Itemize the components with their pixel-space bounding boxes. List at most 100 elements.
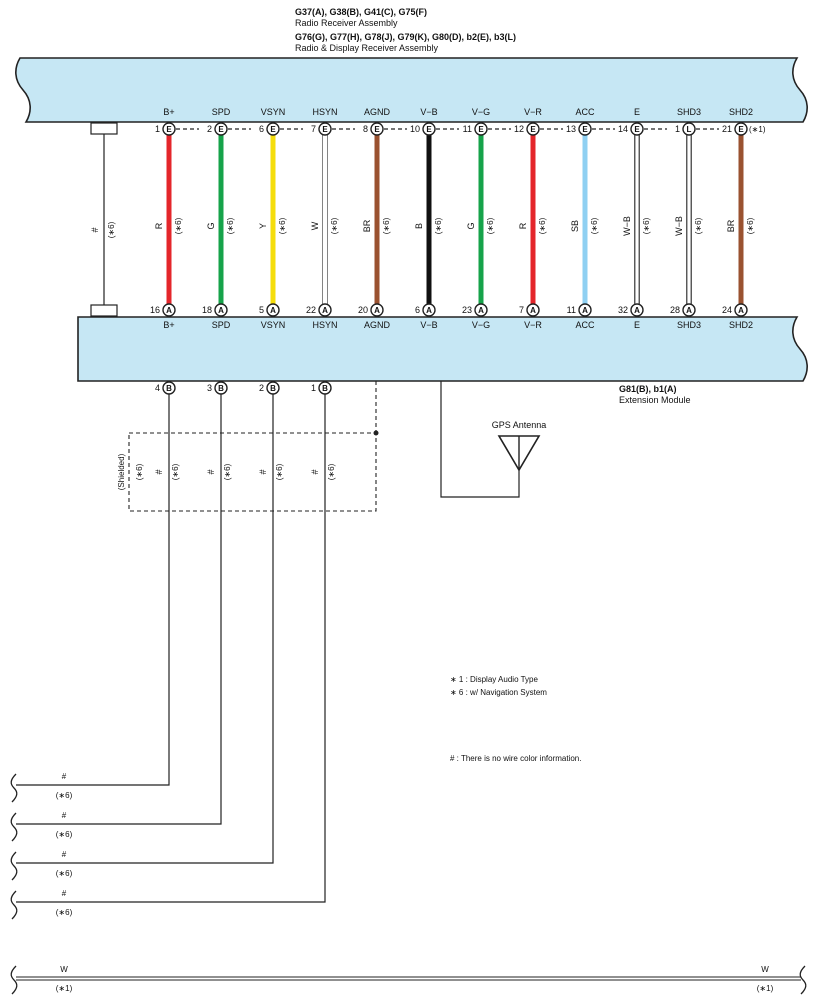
break-mark [10,851,18,881]
bottom-connector-pin: A [578,303,592,317]
top-connector-pin: E [630,122,644,136]
wires-layer: B+116B+R(∗6)EASPD218SPDG(∗6)EAVSYN65VSYN… [150,107,755,330]
left-exit-wire: # [62,811,67,820]
top-pin-number: 6 [259,124,264,134]
top-connector-pin: E [734,122,748,136]
top-pin-number: 8 [363,124,368,134]
top-connector-pin: E [318,122,332,136]
top-signal-label: SHD3 [677,107,701,117]
bottom-pin-number: 11 [567,305,576,315]
b-pin-number: 1 [311,383,316,393]
top-pin-number: 12 [514,124,524,134]
bottom-connector-pin-letter: A [270,306,276,315]
bottom-connector-pin-letter: A [582,306,588,315]
legend-note-1: ∗ 1 : Display Audio Type [450,675,538,684]
wire-line [322,134,328,305]
top-signal-label: V−R [524,107,542,117]
bottom-connector-pin: A [630,303,644,317]
wire-note: (∗6) [174,217,183,234]
left-exit-note: (∗6) [56,830,73,839]
top-connector-pin-letter: E [634,125,640,134]
bottom-connector-pin: A [162,303,176,317]
top-pin-number: 11 [463,124,472,134]
top-connector-pin: E [162,122,176,136]
bottom-connector-pin-letter: A [738,306,744,315]
bottom-signal-label: HSYN [312,320,337,330]
extension-module-line1: G81(B), b1(A) [619,384,677,394]
b-connector-pin: B [162,381,176,395]
extension-module-line2: Extension Module [619,395,691,405]
shielded-note: (∗6) [135,463,144,480]
wire-note: (∗6) [590,217,599,234]
top-connector-pin-letter: E [322,125,328,134]
left-break-mark [10,965,18,995]
b-pin-wire: 2 # (∗6) B [16,381,284,864]
b-wire-note: (∗6) [327,463,336,480]
gps-antenna-label: GPS Antenna [492,420,547,430]
bottom-wire-right-note: (∗1) [757,984,774,993]
top-connector-pin-letter: E [738,125,744,134]
wire-note: (∗6) [382,217,391,234]
bottom-connector-pin-letter: A [374,306,380,315]
bottom-connector-pin-letter: A [166,306,172,315]
top-connector-pin-letter: L [687,125,692,134]
extension-module-box [77,316,808,382]
b-wire-color: # [310,469,320,474]
bottom-connector-pin-letter: A [322,306,328,315]
wire-color-code: W−B [622,216,632,236]
gps-antenna: GPS Antenna [440,381,547,498]
bottom-pin-number: 5 [259,305,264,315]
wire-color-code: G [466,222,476,229]
bottom-connector-pin-letter: A [426,306,432,315]
top-pin-number: 21 [722,124,732,134]
wire-note: (∗6) [278,217,287,234]
top-assembly-line2: Radio Receiver Assembly [295,18,398,28]
bottom-connector-pin: A [214,303,228,317]
left-exit-wire: # [62,772,67,781]
bottom-connector-pin-letter: A [686,306,692,315]
wire-color-code: Y [258,223,268,229]
top-connector-pin-letter: E [478,125,484,134]
b-pin-wire: 4#(∗6)B [16,381,180,786]
wire-note: (∗6) [330,217,339,234]
bottom-signal-label: ACC [575,320,595,330]
bottom-pin-number: 22 [306,305,316,315]
bottom-connector-pin: A [526,303,540,317]
left-exit-note: (∗6) [56,908,73,917]
top-connector-pin-letter: E [374,125,380,134]
bottom-signal-label: VSYN [261,320,286,330]
bottom-signal-label: SHD3 [677,320,701,330]
bottom-signal-label: SHD2 [729,320,753,330]
b-pin-wire: 1 # (∗6) B [16,381,336,903]
bottom-pin-number: 20 [358,305,368,315]
b-pin-number: 2 [259,383,264,393]
left-exit-wire: # [62,889,67,898]
wire-color-code: G [206,222,216,229]
bottom-pin-number: 6 [415,305,420,315]
bottom-connector-pin-letter: A [634,306,640,315]
top-connector-pin: E [578,122,592,136]
bottom-w-wire: W (∗1) W (∗1) [10,965,807,995]
break-mark [10,773,18,803]
wire-color-code: BR [362,219,372,232]
bottom-signal-label: SPD [212,320,231,330]
bottom-signal-label: V−B [420,320,437,330]
b-connector-pin: B [318,381,332,395]
top-signal-label: V−B [420,107,437,117]
bottom-signal-label: V−R [524,320,542,330]
top-signal-label: AGND [364,107,391,117]
bottom-connector-pin-letter: A [218,306,224,315]
top-signal-label: SPD [212,107,231,117]
top-signal-label: V−G [472,107,490,117]
top-connector-pin: E [370,122,384,136]
top-assembly-line1: G37(A), G38(B), G41(C), G75(F) [295,7,427,17]
top-assembly-labels: G37(A), G38(B), G41(C), G75(F) Radio Rec… [295,7,516,53]
top-signal-label: HSYN [312,107,337,117]
shielded-label: (Shielded) [117,453,126,490]
top-connector-pin-letter: E [270,125,276,134]
